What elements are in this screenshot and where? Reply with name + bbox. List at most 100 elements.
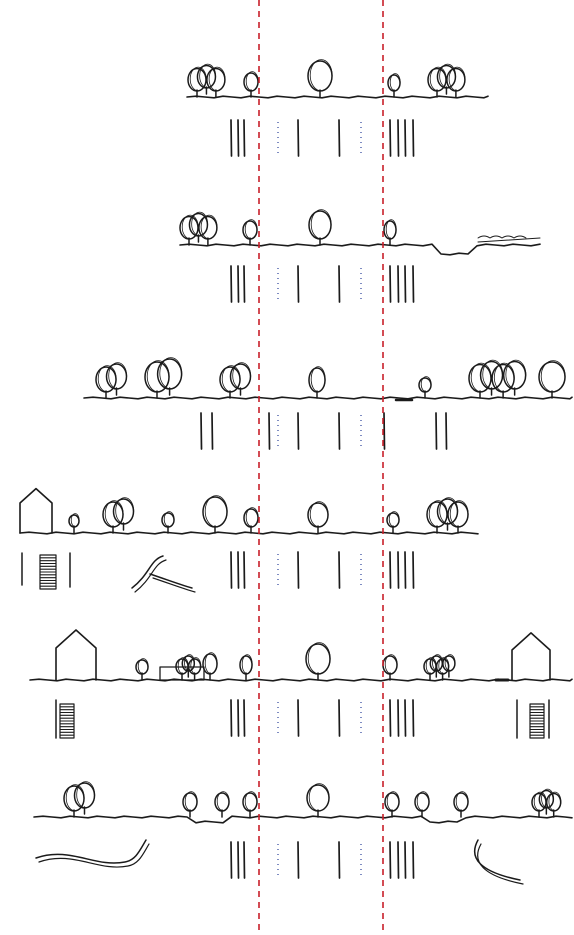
tree: [136, 659, 148, 680]
road-lanes: [231, 552, 414, 588]
parking-stripes: [60, 704, 74, 738]
tree: [203, 653, 217, 680]
tree: [427, 501, 447, 533]
tree-crown-stroke: [201, 215, 217, 239]
lane-mark: [238, 120, 239, 156]
tree: [385, 792, 399, 817]
lane-mark: [405, 552, 406, 588]
section-1: [187, 60, 488, 156]
section-6: [34, 782, 572, 884]
tree: [243, 792, 257, 817]
tree-crown-stroke: [246, 508, 258, 527]
lane-mark: [212, 413, 213, 449]
tree: [145, 361, 169, 398]
tree-crown-stroke: [245, 220, 257, 239]
lane-mark: [201, 413, 202, 449]
tree: [454, 792, 468, 817]
lane-mark: [238, 700, 239, 736]
tree: [428, 67, 446, 97]
lane-mark: [436, 413, 437, 449]
tree: [547, 792, 561, 817]
house: [512, 633, 550, 680]
lane-mark: [298, 266, 299, 302]
winding-path: [475, 840, 523, 884]
lane-mark: [231, 552, 232, 588]
tree: [244, 508, 258, 533]
lane-mark: [413, 266, 414, 302]
lane-mark: [390, 552, 391, 588]
tree: [384, 220, 396, 245]
tree: [469, 363, 491, 398]
tree-crown-stroke: [390, 74, 400, 91]
tree-crown-stroke: [310, 502, 328, 527]
lane-mark: [390, 120, 391, 156]
tree: [448, 501, 468, 533]
lane-mark: [298, 700, 299, 736]
lane-mark: [298, 413, 299, 449]
lane-mark: [339, 552, 340, 588]
tree-crown-stroke: [549, 792, 561, 811]
tree-crown-stroke: [109, 363, 127, 389]
tree-crown-stroke: [242, 655, 252, 674]
tree-crown-stroke: [456, 792, 468, 811]
tree-crown-stroke: [450, 501, 468, 527]
lane-mark: [238, 552, 239, 588]
tree-crown-stroke: [506, 360, 526, 389]
tree-crown-stroke: [77, 782, 95, 808]
lane-mark: [339, 266, 340, 302]
house: [56, 630, 96, 680]
section-3: [84, 358, 572, 449]
path-edge: [36, 840, 146, 863]
tree: [387, 512, 399, 533]
tree: [215, 792, 229, 817]
lane-mark: [238, 266, 239, 302]
lane-mark: [405, 700, 406, 736]
tree: [539, 361, 565, 398]
lane-mark: [339, 700, 340, 736]
lane-mark: [339, 842, 340, 878]
lane-mark: [413, 700, 414, 736]
tree: [492, 363, 514, 398]
ground-line: [180, 244, 540, 255]
tree: [240, 655, 252, 680]
tree: [308, 502, 328, 533]
tree: [309, 210, 331, 245]
lane-mark: [339, 413, 340, 449]
tree: [203, 496, 227, 533]
lane-mark: [269, 413, 270, 449]
lane-mark: [390, 266, 391, 302]
tree-crown-stroke: [541, 361, 565, 392]
lane-mark: [238, 842, 239, 878]
tree: [69, 514, 79, 533]
lane-mark: [244, 266, 245, 302]
tree: [306, 643, 330, 680]
tree-crown-stroke: [308, 643, 330, 674]
lane-mark: [398, 700, 399, 736]
tree-crown-stroke: [205, 653, 217, 674]
lane-mark: [244, 120, 245, 156]
tree-crown-stroke: [185, 792, 197, 811]
tree: [383, 655, 397, 680]
lane-mark: [231, 266, 232, 302]
tree: [308, 60, 332, 97]
tree-crown-stroke: [245, 792, 257, 811]
tree-crown-stroke: [385, 655, 397, 674]
tree: [307, 784, 329, 817]
lane-mark: [244, 842, 245, 878]
lane-mark: [398, 120, 399, 156]
path-edge: [478, 844, 523, 884]
tree-crown-stroke: [311, 367, 325, 392]
parking-stripes: [40, 555, 56, 589]
winding-path: [132, 556, 195, 592]
path-edge: [132, 556, 192, 588]
tree-crown-stroke: [233, 363, 251, 389]
tree-crown-stroke: [246, 72, 258, 91]
section-4: [20, 489, 478, 592]
path-edge: [39, 844, 149, 867]
path-edge: [475, 840, 520, 880]
lane-mark: [244, 552, 245, 588]
tree-crown-stroke: [209, 67, 225, 91]
ground-line: [20, 532, 478, 534]
tree-crown-stroke: [160, 358, 182, 389]
